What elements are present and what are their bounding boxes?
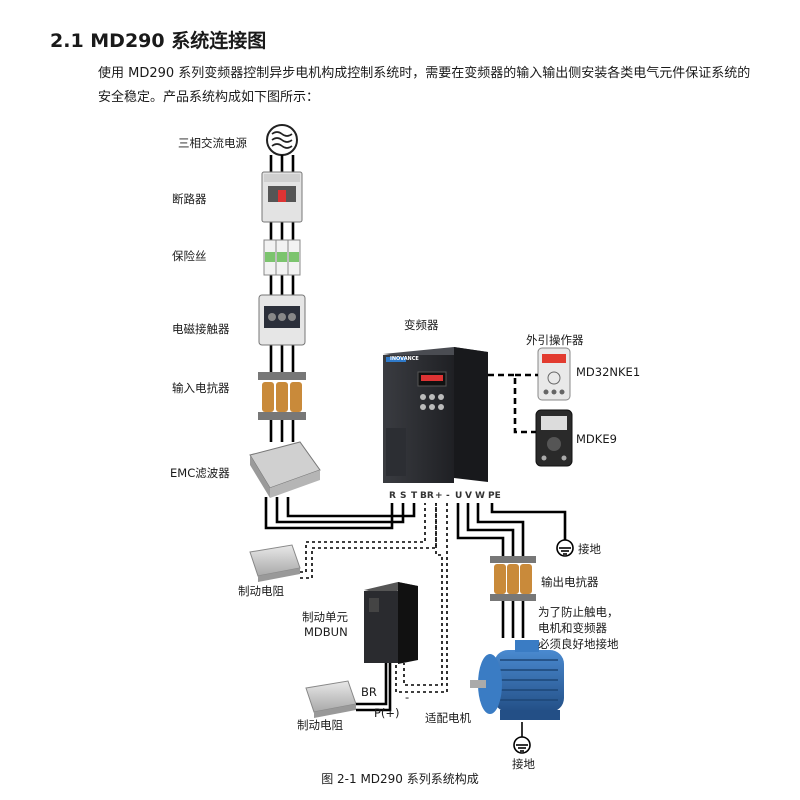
- brake-unit-icon: [364, 582, 418, 664]
- label-minus: -: [405, 690, 410, 704]
- terminal-label: T: [411, 491, 418, 501]
- terminal-label: PE: [488, 491, 501, 501]
- terminal-label: BR: [420, 491, 434, 501]
- magnetic-contactor-icon: [258, 294, 306, 346]
- keypad-cables: [488, 373, 538, 434]
- label-contactor: 电磁接触器: [172, 322, 230, 336]
- label-safety-note-3: 必须良好地接地: [538, 637, 619, 651]
- output-wires: [456, 503, 567, 638]
- intro-paragraph: 使用 MD290 系列变频器控制异步电机构成控制系统时，需要在变频器的输入输出侧…: [98, 66, 751, 105]
- terminal-label: U: [455, 491, 463, 501]
- label-safety-note-2: 电机和变频器: [538, 621, 607, 635]
- ac-power-source-icon: [266, 124, 298, 156]
- brake-resistor-icon: [249, 544, 301, 582]
- label-motor: 适配电机: [425, 711, 471, 725]
- label-brake-unit: 制动单元: [302, 610, 348, 624]
- brake-resistor-2-wires: [356, 663, 392, 712]
- label-emc-filter: EMC滤波器: [170, 466, 230, 480]
- motor-ground-icon: [513, 722, 531, 754]
- input-wires-to-inverter: [264, 497, 416, 530]
- circuit-breaker-icon: [261, 171, 303, 223]
- ground-icon: [556, 539, 574, 557]
- label-brake-unit-model: MDBUN: [304, 625, 348, 639]
- fuse-icon: [263, 239, 301, 276]
- label-p-plus: P(+): [374, 706, 400, 720]
- label-keypad-mdke9: MDKE9: [576, 432, 617, 446]
- label-breaker: 断路器: [172, 192, 207, 206]
- label-brake-resistor: 制动电阻: [238, 584, 284, 598]
- terminal-label: V: [465, 491, 472, 501]
- label-ground: 接地: [578, 542, 601, 556]
- md32nke1-keypad-icon: [537, 347, 571, 401]
- output-reactor-icon: [490, 556, 536, 601]
- label-br: BR: [361, 685, 377, 699]
- inverter-icon: [383, 347, 488, 483]
- input-reactor-icon: [258, 372, 306, 420]
- inverter-brand-logo: INOVANCE: [390, 356, 419, 362]
- label-safety-note-1: 为了防止触电，: [538, 605, 619, 619]
- terminal-label: S: [400, 491, 407, 501]
- label-external-keypad: 外引操作器: [526, 333, 584, 347]
- terminal-label: -: [446, 491, 450, 501]
- label-inverter: 变频器: [404, 318, 439, 332]
- brake-unit-dc-wires: [395, 503, 448, 693]
- motor-icon: [470, 640, 564, 720]
- terminal-label: W: [475, 491, 485, 501]
- terminal-label: +: [435, 491, 443, 501]
- label-brake-resistor-2: 制动电阻: [297, 718, 343, 732]
- brake-resistor-2-icon: [305, 680, 357, 718]
- label-motor-ground: 接地: [512, 757, 535, 771]
- three-phase-wires: [269, 155, 295, 442]
- brake-resistor-wires: [300, 503, 437, 579]
- label-output-reactor: 输出电抗器: [541, 575, 599, 589]
- figure-caption: 图 2-1 MD290 系列系统构成: [321, 772, 479, 786]
- terminal-label: R: [389, 491, 396, 501]
- label-keypad-md32nke1: MD32NKE1: [576, 365, 641, 379]
- mdke9-keypad-icon: [535, 409, 573, 467]
- section-heading: 2.1 MD290 系统连接图: [50, 30, 267, 52]
- label-fuse: 保险丝: [172, 249, 207, 263]
- emc-filter-icon: [249, 441, 321, 498]
- label-input-reactor: 输入电抗器: [172, 381, 230, 395]
- label-power-source: 三相交流电源: [178, 136, 247, 150]
